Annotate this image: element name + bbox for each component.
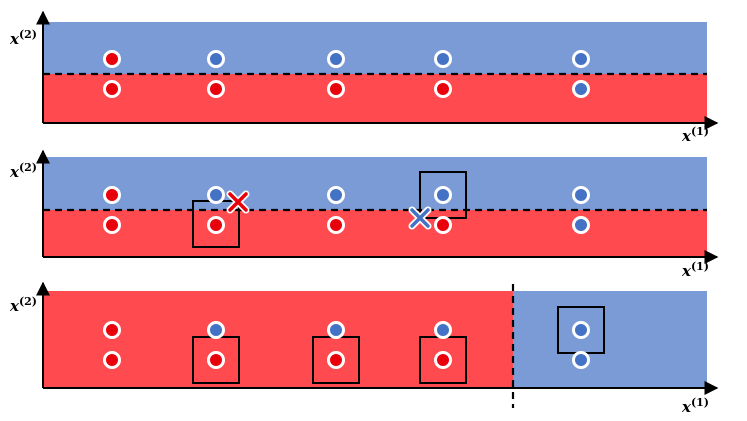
panel-1-point-5 <box>327 80 345 98</box>
panel-2-x-axis-label: x(1) <box>681 260 709 280</box>
panel-2-point-6 <box>434 186 452 204</box>
panel-1-point-9 <box>572 80 590 98</box>
panel-1-point-4 <box>327 50 345 68</box>
panel-3-point-8 <box>572 321 590 339</box>
panel-3-blue-region <box>513 291 707 388</box>
panel-2-red-region <box>43 210 707 256</box>
panel-1-red-region <box>43 74 707 122</box>
panel-3-point-3 <box>207 351 225 369</box>
panel-1-blue-region <box>43 22 707 74</box>
panel-1-point-2 <box>207 50 225 68</box>
panel-2-cross-0 <box>226 190 250 214</box>
panel-2-point-7 <box>434 216 452 234</box>
panel-2-point-5 <box>327 216 345 234</box>
panel-1-x-axis-label: x(1) <box>681 125 709 145</box>
panel-1-point-3 <box>207 80 225 98</box>
panel-2-point-8 <box>572 186 590 204</box>
panel-1-point-0 <box>103 50 121 68</box>
panel-1-point-1 <box>103 80 121 98</box>
panel-3-point-5 <box>327 351 345 369</box>
panel-3-red-region <box>43 291 513 388</box>
panel-2-y-axis-label: x(2) <box>9 161 37 181</box>
panel-2-point-2 <box>207 186 225 204</box>
panel-2-point-0 <box>103 186 121 204</box>
panel-2-cross-1 <box>408 206 432 230</box>
panel-3-point-1 <box>103 351 121 369</box>
panel-3-point-9 <box>572 351 590 369</box>
panel-1-point-7 <box>434 80 452 98</box>
panel-3-y-axis-label: x(2) <box>9 295 37 315</box>
panel-2-point-9 <box>572 216 590 234</box>
panel-3-point-7 <box>434 351 452 369</box>
panel-2-point-1 <box>103 216 121 234</box>
panel-2-point-4 <box>327 186 345 204</box>
panel-3-point-4 <box>327 321 345 339</box>
panel-3-point-6 <box>434 321 452 339</box>
panel-3-x-axis-label: x(1) <box>681 396 709 416</box>
panel-1-point-6 <box>434 50 452 68</box>
panel-3-point-0 <box>103 321 121 339</box>
panel-3-point-2 <box>207 321 225 339</box>
panel-1-y-axis-label: x(2) <box>9 28 37 48</box>
panel-2-point-3 <box>207 216 225 234</box>
panel-2-blue-region <box>43 157 707 210</box>
panel-1-point-8 <box>572 50 590 68</box>
